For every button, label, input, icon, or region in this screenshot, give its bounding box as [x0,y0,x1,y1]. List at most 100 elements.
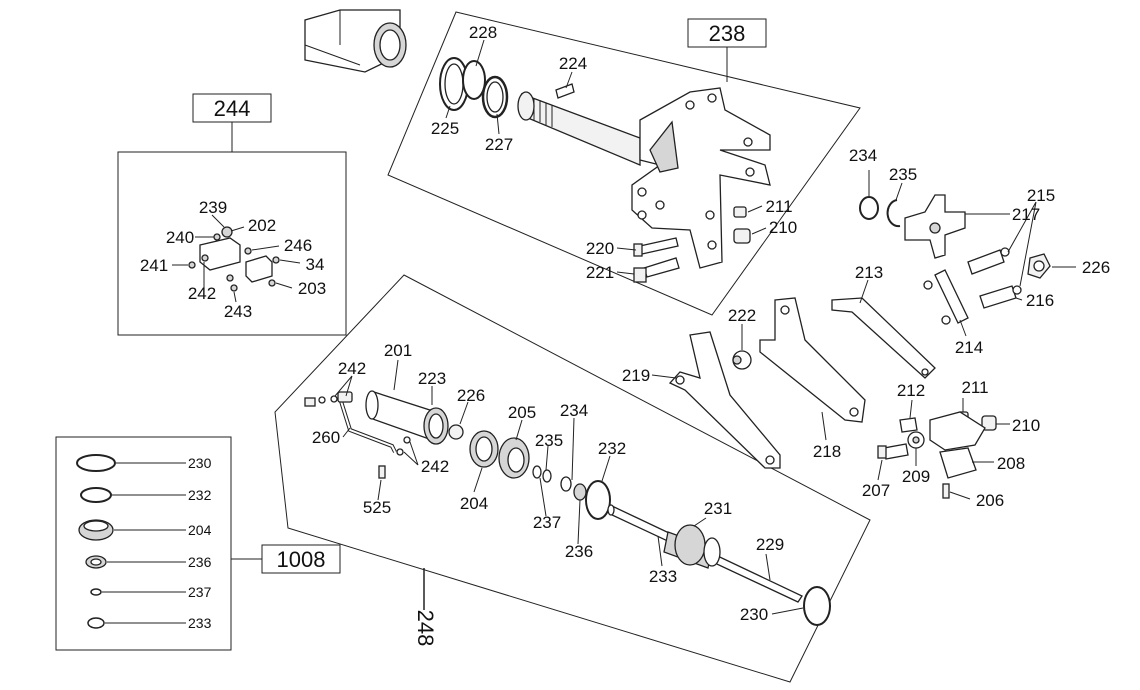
label-211-top: 211 [765,197,792,216]
label-207: 207 [862,481,890,500]
group-244-tag[interactable]: 244 [192,93,272,152]
pin-216 [979,285,1017,309]
label-228: 228 [469,23,497,42]
kit-item-230[interactable]: 230 [76,454,212,472]
label-220: 220 [586,239,614,258]
label-235-cyl: 235 [535,431,563,450]
piston-205 [498,437,530,479]
label-241: 241 [140,256,168,275]
label-233: 233 [649,567,677,586]
label-231: 231 [704,499,732,518]
label-260: 260 [312,428,340,447]
nut-226-cyl [448,424,464,440]
label-211-bottom: 211 [961,378,988,397]
bracket-219 [668,331,781,469]
kit-item-236[interactable]: 236 [85,554,212,570]
svg-text:238: 238 [709,21,746,46]
bolt-212 [899,417,918,433]
label-210-top: 210 [769,218,797,237]
screw-206 [942,483,950,499]
group-248-outline [274,274,871,683]
svg-text:236: 236 [188,554,212,570]
label-215: 215 [1027,186,1055,205]
group-1008-outline [55,436,232,651]
svg-text:204: 204 [188,522,212,538]
pin-215-a [967,249,1005,275]
label-230: 230 [740,605,768,624]
label-232: 232 [598,439,626,458]
label-218: 218 [813,442,841,461]
label-225: 225 [431,119,459,138]
label-223: 223 [418,369,446,388]
kit-item-233[interactable]: 233 [87,615,212,631]
group-1008-tag[interactable]: 1008 [231,544,341,574]
svg-text:248: 248 [413,610,438,647]
label-246: 246 [284,236,312,255]
circlip-235 [886,199,901,228]
label-240: 240 [166,228,194,247]
ring-234 [859,196,879,220]
screw-525 [378,465,386,479]
svg-text:232: 232 [188,487,212,503]
pipe-260 [337,391,397,453]
label-209: 209 [902,467,930,486]
svg-text:237: 237 [188,584,212,600]
label-234-right: 234 [849,146,877,165]
small-rings [532,465,587,501]
svg-text:230: 230 [188,455,212,471]
cylinder-201 [365,390,449,445]
label-243: 243 [224,302,252,321]
label-203: 203 [298,279,326,298]
bolt-220 [633,237,679,257]
bolt-207 [877,443,909,460]
key-224 [555,83,575,99]
label-239: 239 [199,198,227,217]
label-202: 202 [248,216,276,235]
banjo-bolt-242 [304,395,411,456]
label-235-right: 235 [889,165,917,184]
kit-item-237[interactable]: 237 [90,584,212,600]
label-226-cyl: 226 [457,386,485,405]
group-238-outline [387,11,861,316]
nut-210-top [733,228,751,244]
label-212: 212 [897,381,925,400]
label-242-top: 242 [338,359,366,378]
label-229: 229 [756,535,784,554]
label-222: 222 [728,306,756,325]
label-236: 236 [565,542,593,561]
leader-lines [172,39,1076,615]
label-242-bottom: 242 [421,457,449,476]
kit-item-204[interactable]: 204 [78,519,212,541]
oring-232 [585,480,611,520]
nut-211-top [733,206,747,218]
frame-fragment [304,9,407,73]
spacer-222 [732,350,752,370]
clip-215 [1000,247,1022,295]
pivot-block-217 [904,194,966,259]
label-213: 213 [855,263,883,282]
axle-housing [517,87,771,269]
washer-209 [907,431,925,449]
callout-labels: 228 224 225 227 211 210 220 221 234 235 … [140,23,1110,624]
piston-231 [663,524,721,569]
seal-ring-227 [481,75,509,119]
link-214 [923,269,969,325]
label-216: 216 [1026,291,1054,310]
kit-item-232[interactable]: 232 [80,487,212,503]
group-238-tag[interactable]: 238 [687,18,767,82]
group-248-tag[interactable]: 248 [413,568,438,646]
nut-226-right [1027,253,1051,279]
link-213 [831,297,936,379]
label-227: 227 [485,135,513,154]
svg-text:233: 233 [188,615,212,631]
label-34: 34 [306,255,325,274]
oring-230 [803,586,831,626]
bolt-221 [633,257,680,283]
bracket-208 [929,411,986,479]
bushing-204 [469,430,499,468]
svg-text:1008: 1008 [277,547,326,572]
label-237: 237 [533,513,561,532]
label-214: 214 [955,338,983,357]
label-242-valve: 242 [188,284,216,303]
